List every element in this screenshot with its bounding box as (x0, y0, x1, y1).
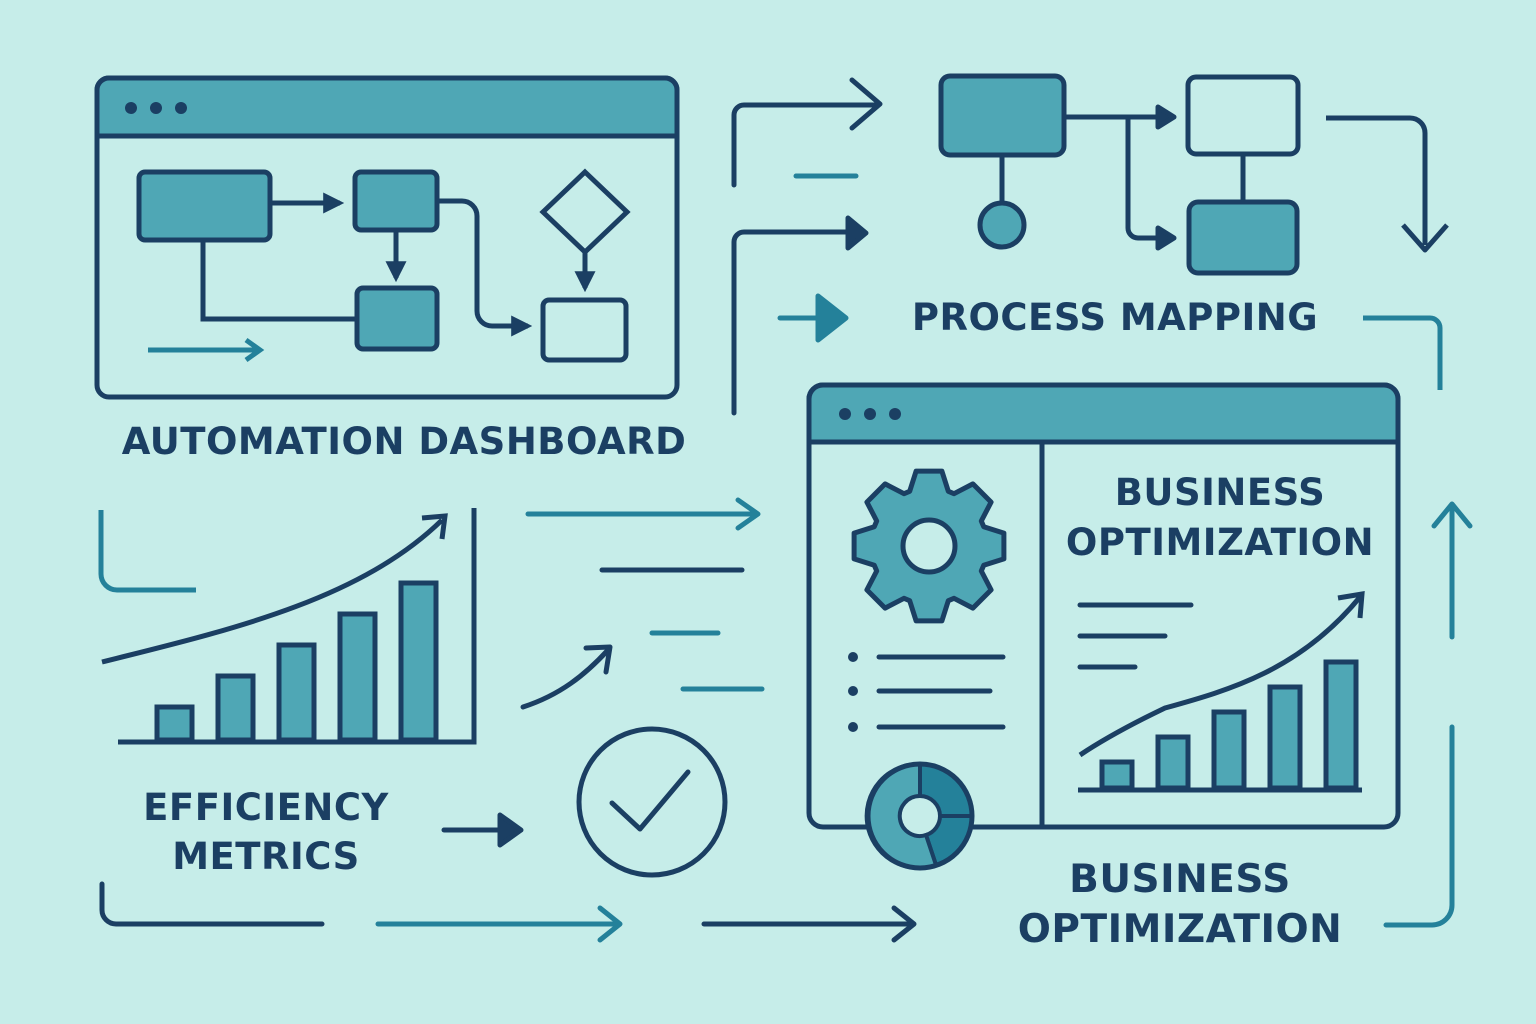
bullet-list-icon (848, 652, 1006, 732)
process-mapping-diagram (938, 73, 1449, 276)
connector-arrows-bottom (99, 881, 917, 943)
bar-chart-icon (1078, 659, 1362, 793)
business-optimization-title: BUSINESS OPTIMIZATION (990, 855, 1370, 955)
check-circle-icon (576, 726, 728, 878)
window-dots-icon (125, 102, 187, 114)
trend-arrow-icon (1078, 591, 1365, 758)
connector-arrows-middle (441, 497, 765, 848)
chart-axis (118, 508, 477, 745)
process-mapping-title: PROCESS MAPPING (911, 296, 1319, 339)
efficiency-title-line1: EFFICIENCY (143, 786, 389, 829)
gear-icon (851, 468, 1007, 624)
chart-bar (154, 704, 195, 743)
gear-hole (900, 517, 958, 575)
flowchart-icon (136, 169, 629, 363)
biz-panel-title-line1: BUSINESS (1114, 471, 1326, 514)
chart-bar (398, 580, 439, 743)
chart-bar (215, 673, 256, 743)
efficiency-metrics-title: EFFICIENCY METRICS (96, 783, 436, 881)
trend-arrow-icon (101, 513, 448, 665)
teal-corner-top-right (1363, 315, 1443, 390)
teal-arrows-right (1383, 501, 1473, 928)
chart-bar (1267, 684, 1303, 791)
biz-bottom-title-line1: BUSINESS (1069, 857, 1291, 902)
automation-dashboard-title: AUTOMATION DASHBOARD (121, 420, 687, 463)
window-dots-icon (839, 408, 901, 420)
chart-bar (276, 642, 317, 743)
biz-bottom-title-line2: OPTIMIZATION (1017, 907, 1343, 952)
panel-text-lines (1077, 602, 1194, 670)
chart-bar (1155, 734, 1191, 791)
chart-bar (1323, 659, 1359, 791)
efficiency-title-line2: METRICS (172, 835, 360, 878)
teal-corner-left (98, 510, 196, 593)
business-optimization-panel-title: BUSINESS OPTIMIZATION (1050, 468, 1390, 568)
chart-bar (1099, 759, 1135, 791)
biz-panel-title-line2: OPTIMIZATION (1065, 521, 1375, 564)
connector-arrows-top (731, 77, 883, 416)
business-optimization-window (806, 382, 1401, 871)
donut-chart-icon (864, 761, 975, 871)
decision-diamond-icon (539, 168, 631, 256)
chart-bar (1211, 709, 1247, 791)
bar-chart-icon (118, 508, 477, 745)
chart-bar (337, 611, 378, 743)
automation-dashboard-window (94, 75, 680, 400)
